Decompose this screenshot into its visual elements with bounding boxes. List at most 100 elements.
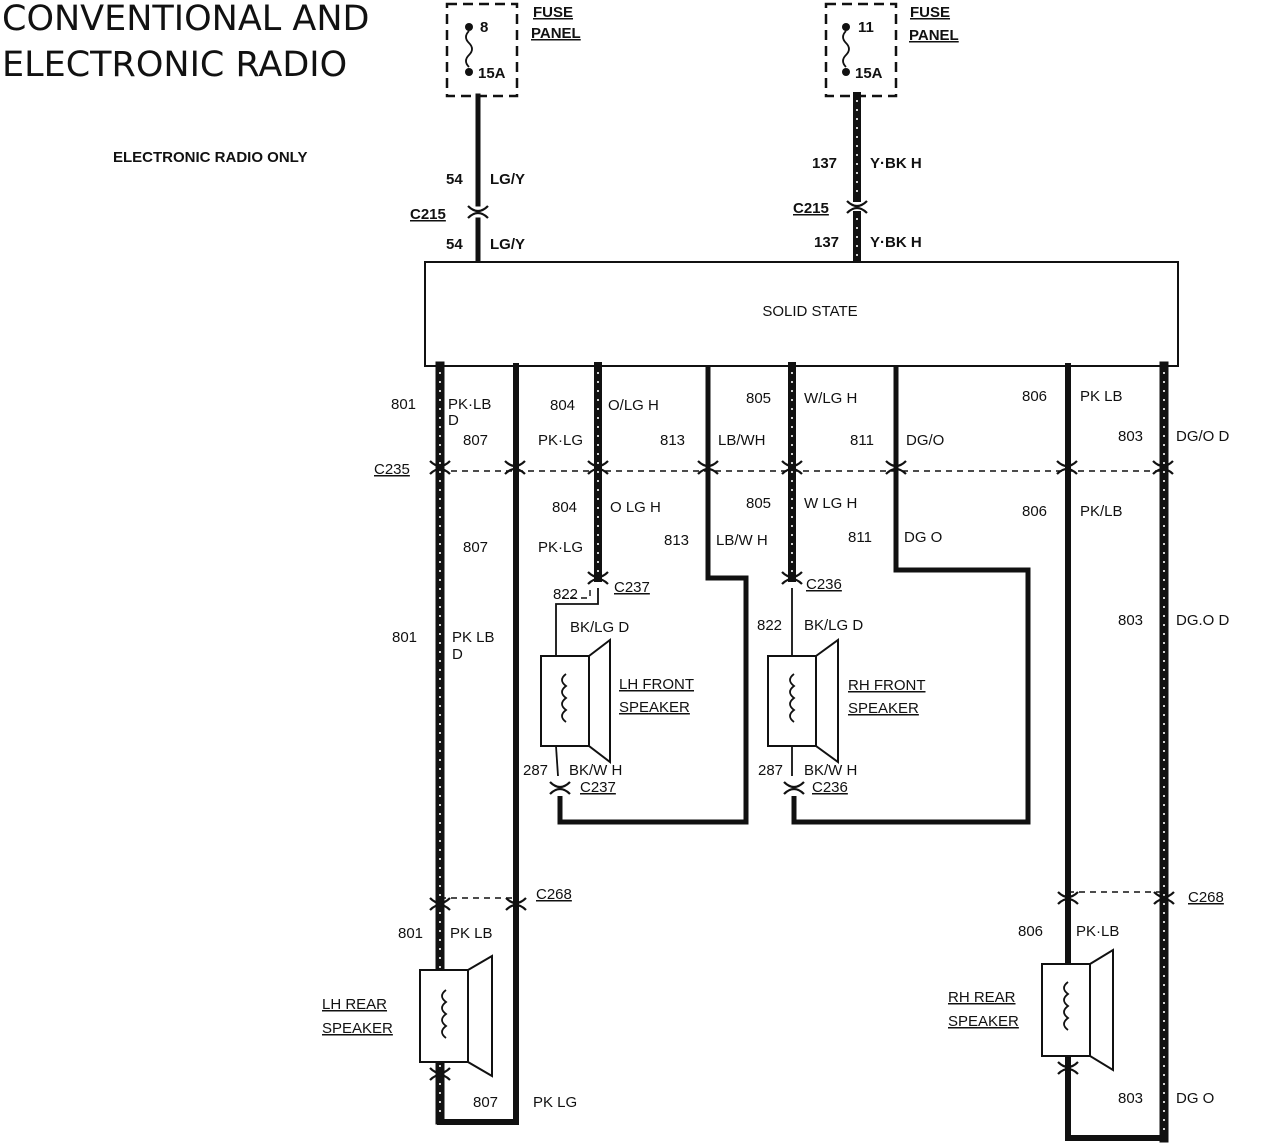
wire-287-rh-color: BK/W H — [804, 762, 857, 779]
wire-822-lh-color: BK/LG D — [570, 619, 629, 636]
solid-state-label: SOLID STATE — [762, 303, 857, 320]
wire-806-number-top: 806 — [1022, 388, 1047, 405]
wire-803-color-bottom: DG O — [1176, 1090, 1214, 1107]
wire-811-color-top: DG/O — [906, 432, 944, 449]
connector-c237-bottom-pin — [549, 781, 571, 795]
lh-rear-speaker-label-1: LH REAR — [322, 996, 387, 1013]
wire-54-color-top: LG/Y — [490, 171, 525, 188]
wire-137 — [846, 92, 868, 266]
wire-137-number-bottom: 137 — [814, 234, 839, 251]
fuse-11-rating: 15A — [855, 65, 883, 82]
rh-front-speaker-label-1: RH FRONT — [848, 677, 926, 694]
wire-803-color-mid: DG.O D — [1176, 612, 1230, 629]
wire-801-color-bottom: PK LB — [450, 925, 493, 942]
wire-801-color-mid-d: D — [452, 646, 463, 663]
wire-801-number-mid: 801 — [392, 629, 417, 646]
wire-813-color-top: LB/WH — [718, 432, 766, 449]
lh-front-speaker-label-2: SPEAKER — [619, 699, 690, 716]
wire-287-lh-color: BK/W H — [569, 762, 622, 779]
connector-c237-top-label: C237 — [614, 579, 650, 596]
rh-front-speaker-icon — [767, 638, 839, 776]
fuse-8-rating: 15A — [478, 65, 506, 82]
wire-806-color-top: PK LB — [1080, 388, 1123, 405]
wire-813-number-top: 813 — [660, 432, 685, 449]
wire-804-number-top: 804 — [550, 397, 575, 414]
connector-c236-top-pin — [781, 571, 803, 585]
wire-822-lh-number: 822 — [553, 586, 578, 603]
wire-806-color-bottom: PK·LB — [1076, 923, 1119, 940]
fuse-8-label-panel: PANEL — [531, 25, 581, 42]
wire-803-color-top: DG/O D — [1176, 428, 1230, 445]
wire-287-lh-number: 287 — [523, 762, 548, 779]
wire-803-number-top: 803 — [1118, 428, 1143, 445]
wire-801-color-top-d: D — [448, 412, 459, 429]
fuse-8-label-fuse: FUSE — [533, 4, 573, 21]
diagram-title-line-2: ELECTRONIC RADIO — [2, 45, 347, 85]
wire-813-number-mid: 813 — [664, 532, 689, 549]
wire-805-number-top: 805 — [746, 390, 771, 407]
connector-c268-right-pin-1 — [1057, 891, 1079, 905]
wire-801-number-bottom: 801 — [398, 925, 423, 942]
lh-rear-speaker-icon — [419, 954, 493, 1081]
fuse-11-number: 11 — [858, 19, 874, 36]
wire-804-color-top: O/LG H — [608, 397, 659, 414]
rh-front-speaker-label-2: SPEAKER — [848, 700, 919, 717]
wire-813-color-mid: LB/W H — [716, 532, 768, 549]
wire-803-number-mid: 803 — [1118, 612, 1143, 629]
wire-54 — [467, 93, 489, 265]
wire-807 — [437, 363, 519, 1125]
wire-811 — [791, 366, 1031, 825]
wire-801-color-top: PK·LB — [448, 396, 491, 413]
rh-rear-speaker-icon — [1041, 948, 1114, 1075]
fuse-8-number: 8 — [480, 19, 488, 36]
wire-807-number-bottom: 807 — [473, 1094, 498, 1111]
wire-811-number-top: 811 — [850, 432, 874, 449]
wire-804-number-mid: 804 — [552, 499, 577, 516]
wire-801-number-top: 801 — [391, 396, 416, 413]
lh-rear-speaker-label-2: SPEAKER — [322, 1020, 393, 1037]
connector-c215-right: C215 — [793, 200, 829, 217]
fuse-11: 11 15A — [824, 2, 898, 98]
connector-c235-pins — [429, 460, 1174, 475]
wire-806-number-mid: 806 — [1022, 503, 1047, 520]
wire-54-number-top: 54 — [446, 171, 463, 188]
fuse-11-label-panel: PANEL — [909, 27, 959, 44]
fuse-11-label-fuse: FUSE — [910, 4, 950, 21]
wire-137-color-top: Y·BK H — [870, 155, 922, 172]
wire-805-number-mid: 805 — [746, 495, 771, 512]
connector-c268-left-label: C268 — [536, 886, 572, 903]
connector-c236-bottom-pin — [783, 781, 805, 795]
connector-c237-top-pin — [587, 571, 609, 585]
connector-c237-bottom-label: C237 — [580, 779, 616, 796]
wire-806-number-bottom: 806 — [1018, 923, 1043, 940]
lh-front-speaker-label-1: LH FRONT — [619, 676, 694, 693]
wire-813 — [557, 366, 749, 825]
connector-c236-top-label: C236 — [806, 576, 842, 593]
wire-807-color-bottom: PK LG — [533, 1094, 577, 1111]
connector-c268-right-pin-2 — [1153, 891, 1175, 905]
rh-rear-speaker-label-1: RH REAR — [948, 989, 1016, 1006]
note-electronic-radio-only: ELECTRONIC RADIO ONLY — [113, 149, 307, 166]
wire-822-lh — [555, 588, 599, 656]
connector-c268-left-pin-1 — [429, 897, 451, 911]
wire-54-color-bottom: LG/Y — [490, 236, 525, 253]
fuse-8: 8 15A — [445, 2, 519, 98]
connector-c236-bottom-label: C236 — [812, 779, 848, 796]
solid-state-module — [424, 261, 1179, 367]
connector-c215-left: C215 — [410, 206, 446, 223]
wire-811-color-mid: DG O — [904, 529, 942, 546]
wire-807-color-mid: PK·LG — [538, 539, 583, 556]
wire-805-color-mid: W LG H — [804, 495, 857, 512]
rh-rear-speaker-label-2: SPEAKER — [948, 1013, 1019, 1030]
wire-804-color-mid: O LG H — [610, 499, 661, 516]
wire-54-number-bottom: 54 — [446, 236, 463, 253]
diagram-title-line-1: CONVENTIONAL AND — [2, 0, 369, 39]
wire-822-rh-color: BK/LG D — [804, 617, 863, 634]
lh-front-speaker-icon — [540, 637, 611, 777]
wire-803-number-bottom: 803 — [1118, 1090, 1143, 1107]
connector-c268-right-label: C268 — [1188, 889, 1224, 906]
wire-807-number-top: 807 — [463, 432, 488, 449]
wire-137-number-top: 137 — [812, 155, 837, 172]
wire-287-rh-number: 287 — [758, 762, 783, 779]
